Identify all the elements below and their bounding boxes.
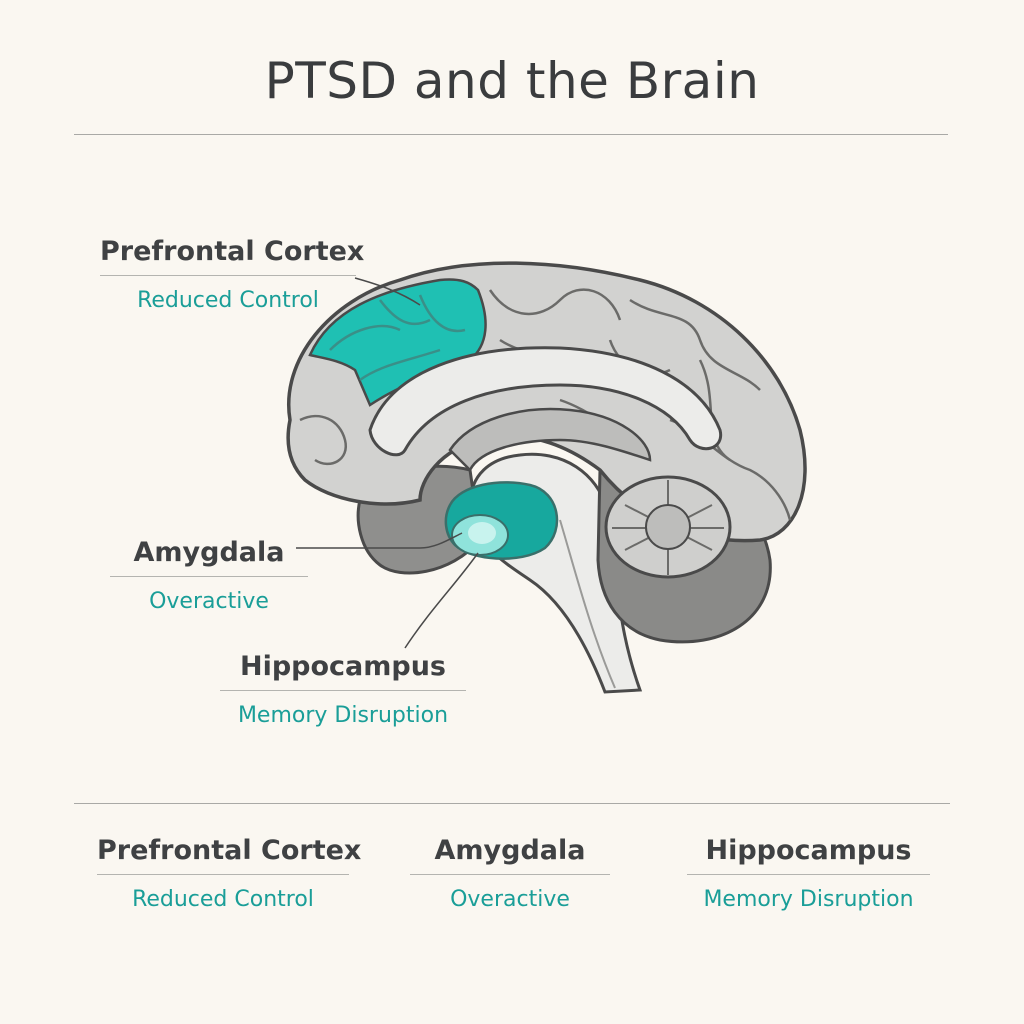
callout-name: Hippocampus <box>239 651 447 682</box>
summary-effect: Overactive <box>450 887 570 912</box>
summary-effect: Reduced Control <box>132 887 314 912</box>
summary-amygdala: Amygdala Overactive <box>410 835 610 912</box>
page-title: PTSD and the Brain <box>264 52 760 110</box>
summary-prefrontal-cortex: Prefrontal Cortex Reduced Control <box>97 835 362 912</box>
callout-prefrontal-cortex: Prefrontal Cortex Reduced Control <box>100 236 365 313</box>
title-divider <box>74 134 948 135</box>
callout-amygdala: Amygdala Overactive <box>110 537 308 614</box>
summary-underline <box>410 874 610 875</box>
prefrontal-cortex-region <box>308 278 487 407</box>
summary-divider <box>74 803 950 804</box>
callout-underline <box>110 576 308 577</box>
summary-hippocampus: Hippocampus Memory Disruption <box>687 835 930 912</box>
summary-effect: Memory Disruption <box>703 887 914 912</box>
callout-effect: Memory Disruption <box>237 703 449 728</box>
summary-name: Amygdala <box>434 835 586 866</box>
summary-underline <box>97 874 349 875</box>
summary-underline <box>687 874 930 875</box>
leader-lines <box>296 277 479 649</box>
callout-effect: Overactive <box>149 589 269 614</box>
callout-hippocampus: Hippocampus Memory Disruption <box>220 651 466 728</box>
summary-name: Hippocampus <box>705 835 912 866</box>
callout-underline <box>100 275 356 276</box>
callout-name: Prefrontal Cortex <box>100 236 365 267</box>
callout-name: Amygdala <box>133 537 285 568</box>
corpus-callosum <box>368 346 723 457</box>
summary-name: Prefrontal Cortex <box>97 835 362 866</box>
callout-underline <box>220 690 466 691</box>
thalamus <box>448 407 652 473</box>
callout-effect: Reduced Control <box>137 288 319 313</box>
